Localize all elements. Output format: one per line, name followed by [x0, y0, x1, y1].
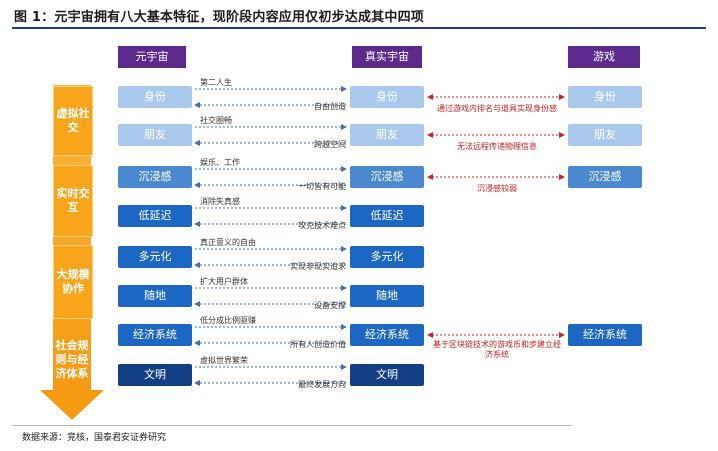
real-universe-feature-box: 身份: [350, 86, 424, 108]
metaverse-feature-box: 沉浸感: [118, 166, 192, 188]
upper-arrow-label: 扩大用户群体: [200, 277, 248, 286]
metaverse-feature-box: 身份: [118, 86, 192, 108]
stage-large-scale-collab: 大规模协作: [53, 245, 93, 319]
real-universe-feature-box: 多元化: [350, 246, 424, 268]
game-comparison-note: 沉浸感较弱: [477, 184, 517, 193]
upper-arrow-label: 社交圈畅: [200, 116, 232, 125]
metaverse-feature-box: 随地: [118, 285, 192, 307]
metaverse-feature-box: 朋友: [118, 124, 192, 146]
lower-arrow-label: 实现非现实追求: [290, 262, 346, 271]
metaverse-feature-box: 低延迟: [118, 205, 192, 227]
header-real-universe: 真实宇宙: [352, 46, 422, 68]
source-divider: [12, 425, 572, 426]
lower-arrow-label: 最终发展方向: [298, 380, 346, 389]
lower-arrow-label: 所有人创造价值: [290, 340, 346, 349]
upper-arrow-label: 第二人生: [200, 78, 232, 87]
stage-social-economic: 社会规则与经济体系: [55, 339, 89, 380]
real-universe-feature-box: 低延迟: [350, 205, 424, 227]
real-universe-feature-box: 文明: [350, 364, 424, 386]
header-metaverse: 元宇宙: [118, 46, 186, 68]
upper-arrow-label: 娱乐、工作: [200, 158, 240, 167]
game-feature-box: 沉浸感: [568, 166, 642, 188]
real-universe-feature-box: 经济系统: [350, 324, 424, 346]
game-feature-box: 朋友: [568, 124, 642, 146]
game-feature-box: 身份: [568, 86, 642, 108]
game-feature-box: 经济系统: [568, 324, 642, 346]
upper-arrow-label: 低分成比例驱赚: [200, 316, 256, 325]
game-comparison-note: 通过游戏内排名与道具实现身份感: [437, 104, 557, 113]
upper-arrow-label: 真正意义的自由: [200, 238, 256, 247]
real-universe-feature-box: 随地: [350, 285, 424, 307]
lower-arrow-label: 跨越空间: [314, 140, 346, 149]
metaverse-feature-box: 文明: [118, 364, 192, 386]
stage-realtime-interaction: 实时交互: [53, 165, 93, 237]
figure-title: 图 1：元宇宙拥有八大基本特征，现阶段内容应用仅初步达成其中四项: [14, 10, 424, 25]
upper-arrow-label: 虚拟世界繁荣: [200, 356, 248, 365]
title-divider: [12, 27, 706, 29]
arrow-head: [40, 390, 104, 420]
upper-arrow-label: 消除失真感: [200, 197, 240, 206]
header-game: 游戏: [568, 46, 640, 68]
metaverse-feature-box: 经济系统: [118, 324, 192, 346]
real-universe-feature-box: 朋友: [350, 124, 424, 146]
lower-arrow-label: 自由创造: [314, 102, 346, 111]
game-comparison-note: 无法远程传递物理信息: [457, 142, 537, 151]
real-universe-feature-box: 沉浸感: [350, 166, 424, 188]
lower-arrow-label: 一切皆有可能: [298, 182, 346, 191]
stage-virtual-social: 虚拟社交: [53, 86, 93, 156]
game-comparison-note: 基于区块链技术的游戏币和步建立经济系统: [433, 340, 561, 359]
source-note: 数据来源：竞核，国泰君安证券研究: [22, 433, 167, 443]
metaverse-feature-box: 多元化: [118, 246, 192, 268]
lower-arrow-label: 攻克技术难点: [298, 221, 346, 230]
lower-arrow-label: 设备支撑: [314, 301, 346, 310]
